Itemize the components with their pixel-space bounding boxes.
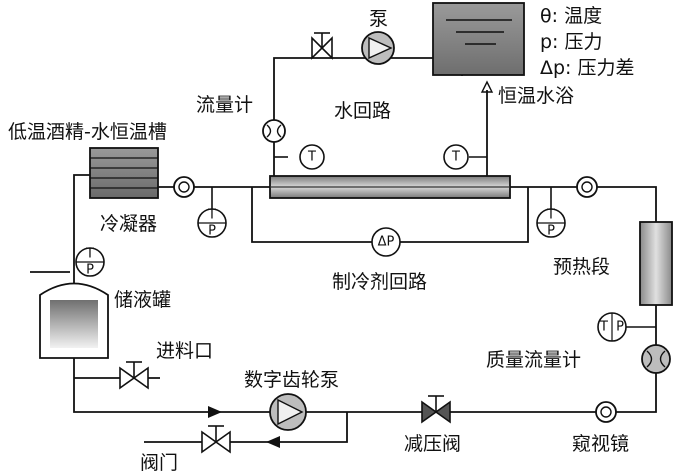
legend-pressure-difference: Δp: 压力差 — [540, 57, 635, 79]
svg-text:P: P — [547, 224, 555, 239]
sight-glass-condenser-outlet — [173, 176, 195, 198]
legend: θ: 温度 p: 压力 Δp: 压力差 — [540, 5, 635, 79]
svg-text:T: T — [599, 320, 608, 335]
water-flowmeter — [262, 119, 286, 143]
low-temp-bath-condenser — [89, 147, 159, 199]
svg-text:P: P — [616, 320, 624, 335]
condenser-label: 冷凝器 — [100, 213, 157, 235]
sight-glass-label: 窥视镜 — [572, 433, 629, 455]
svg-text:T: T — [451, 150, 460, 165]
pressure-reducing-valve-label: 减压阀 — [404, 433, 461, 455]
pump-label: 泵 — [369, 8, 388, 30]
svg-text:P: P — [208, 224, 216, 239]
flow-arrow-icon — [480, 80, 494, 93]
tp-sensor-reservoir: T P — [75, 247, 105, 278]
water-pump[interactable] — [361, 31, 395, 65]
water-loop-valve[interactable] — [311, 32, 333, 60]
mass-flowmeter-label: 质量流量计 — [486, 349, 581, 371]
low-temp-bath-label: 低温酒精-水恒温槽 — [8, 121, 167, 143]
differential-pressure-sensor: ΔP — [371, 227, 401, 257]
feed-inlet-valve[interactable] — [119, 361, 149, 390]
sight-glass-bottom — [595, 401, 617, 423]
digital-gear-pump[interactable] — [269, 393, 307, 431]
gear-pump-label: 数字齿轮泵 — [244, 369, 339, 391]
constant-temp-bath-label: 恒温水浴 — [498, 85, 574, 107]
tp-sensor-test-inlet: T P — [197, 187, 227, 239]
svg-text:P: P — [86, 263, 94, 278]
test-section-tube — [269, 175, 511, 199]
refrigerant-loop-label: 制冷剂回路 — [332, 271, 427, 293]
svg-text:T: T — [307, 150, 316, 165]
reservoir-label: 储液罐 — [114, 289, 171, 311]
sight-glass-preheat-inlet — [576, 176, 598, 198]
preheating-section-label: 预热段 — [553, 256, 610, 278]
pressure-reducing-valve[interactable] — [421, 395, 451, 424]
feed-inlet-label: 进料口 — [156, 340, 213, 362]
svg-text:ΔP: ΔP — [378, 235, 395, 250]
legend-pressure: p: 压力 — [540, 31, 603, 53]
temperature-sensor-water-out: T — [443, 144, 469, 170]
preheating-section — [639, 221, 673, 306]
bypass-valve[interactable] — [201, 425, 231, 454]
constant-temp-water-bath — [432, 2, 525, 76]
tp-sensor-preheat-outlet: T P — [597, 312, 656, 342]
svg-text:T: T — [207, 208, 216, 223]
svg-text:T: T — [546, 208, 555, 223]
arrow-right-icon — [208, 406, 222, 418]
valve-label: 阀门 — [140, 452, 178, 474]
mass-flowmeter — [641, 344, 671, 374]
tp-sensor-test-outlet: T P — [536, 187, 566, 239]
reservoir-tank — [39, 282, 109, 359]
water-loop-label: 水回路 — [334, 100, 391, 122]
flowmeter-label: 流量计 — [196, 94, 253, 116]
svg-text:T: T — [85, 247, 94, 262]
arrow-left-icon — [266, 436, 280, 448]
legend-temperature: θ: 温度 — [540, 5, 602, 27]
temperature-sensor-water-in: T — [299, 144, 325, 170]
